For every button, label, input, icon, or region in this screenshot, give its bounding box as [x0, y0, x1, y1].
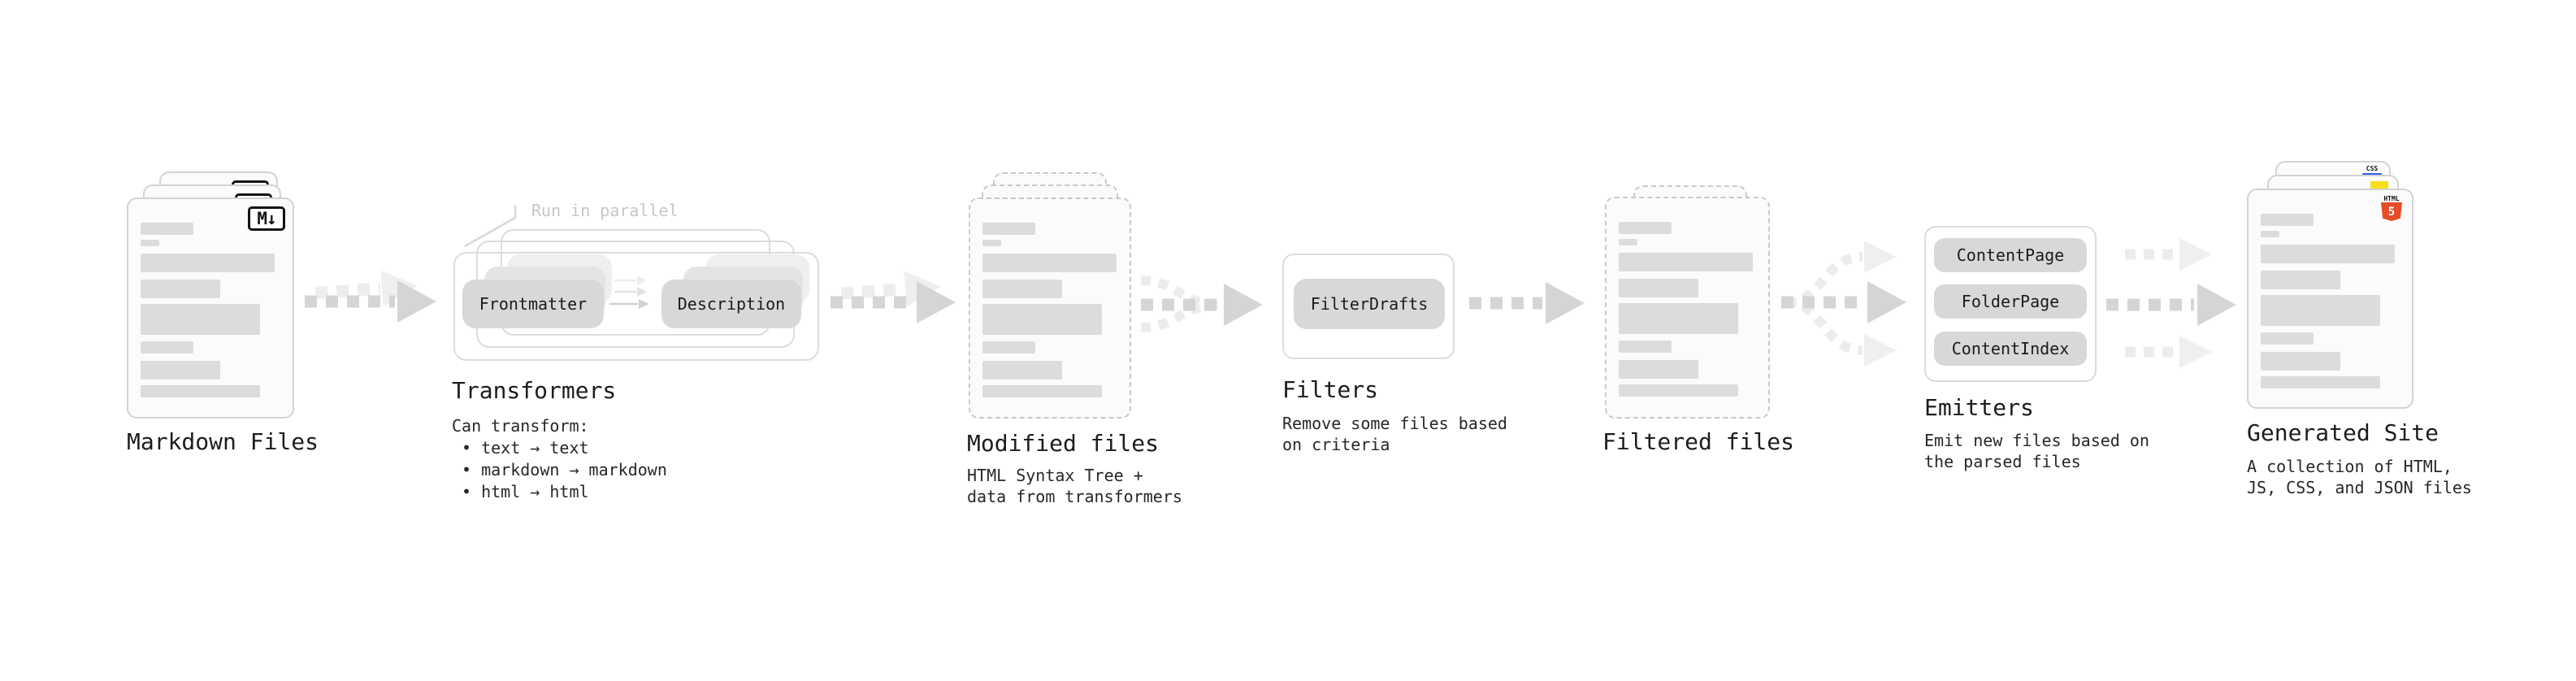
- run-in-parallel-callout-line: [464, 205, 517, 248]
- arrow-filtered-to-emitters: [1781, 241, 1906, 367]
- arrow-markdown-to-transformers: [305, 270, 436, 323]
- arrow-modified-to-filters: [1140, 275, 1263, 332]
- arrow-frontmatter-to-description: [609, 275, 649, 309]
- arrow-filters-to-filtered: [1469, 282, 1585, 324]
- arrow-emitters-to-generated: [2106, 238, 2236, 368]
- arrow-transformers-to-modified: [830, 271, 956, 323]
